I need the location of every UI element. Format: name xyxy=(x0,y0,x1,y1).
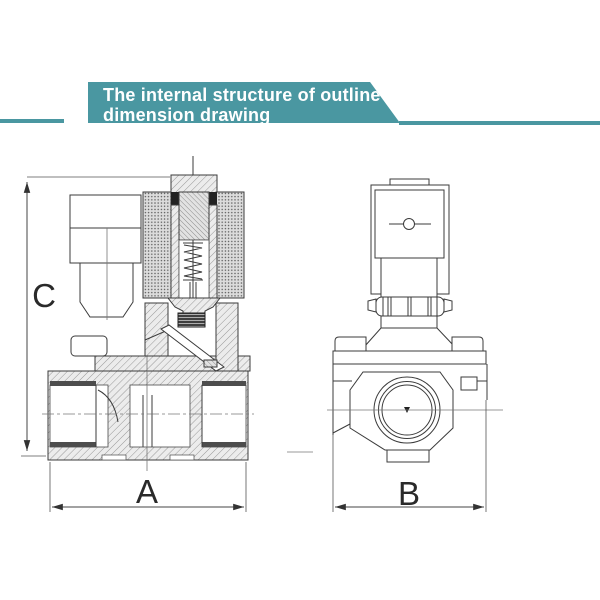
top-right-accent-line xyxy=(399,121,600,125)
bonnet-section xyxy=(70,302,239,372)
coil-winding-left xyxy=(142,191,172,299)
dim-label-a: A xyxy=(136,473,158,510)
flange-ear-right xyxy=(451,336,484,352)
connector-front xyxy=(380,257,438,298)
body-flange xyxy=(332,350,487,365)
dimension-b: B xyxy=(332,400,487,512)
dimension-c: C xyxy=(21,176,170,457)
flange-ear-left xyxy=(334,336,367,352)
top-cap xyxy=(170,174,218,194)
bonnet-front xyxy=(364,327,455,352)
gland-nut xyxy=(177,312,206,328)
hex-nut-front xyxy=(367,296,453,317)
body-front xyxy=(327,364,503,463)
bottom-boss xyxy=(386,449,430,463)
coil-assembly xyxy=(142,156,245,328)
dim-label-c: C xyxy=(32,277,56,314)
title-banner: The internal structure of outline dimens… xyxy=(88,82,400,123)
left-port-thread xyxy=(50,381,96,386)
outline-view: B xyxy=(327,178,503,512)
top-left-accent-line xyxy=(0,119,64,123)
bonnet-side-tab xyxy=(70,335,108,357)
banner-title-line2: dimension drawing xyxy=(103,105,271,125)
dim-label-b: B xyxy=(398,475,420,512)
banner-title-line1: The internal structure of outline xyxy=(103,85,381,105)
right-port-thread xyxy=(202,381,246,386)
dimension-a: A xyxy=(49,462,247,512)
coil-winding-right xyxy=(215,191,245,299)
cross-section-view: C xyxy=(21,156,254,512)
terminal-screw xyxy=(389,218,431,230)
connector-box xyxy=(69,194,142,320)
plunger-core xyxy=(178,191,210,241)
